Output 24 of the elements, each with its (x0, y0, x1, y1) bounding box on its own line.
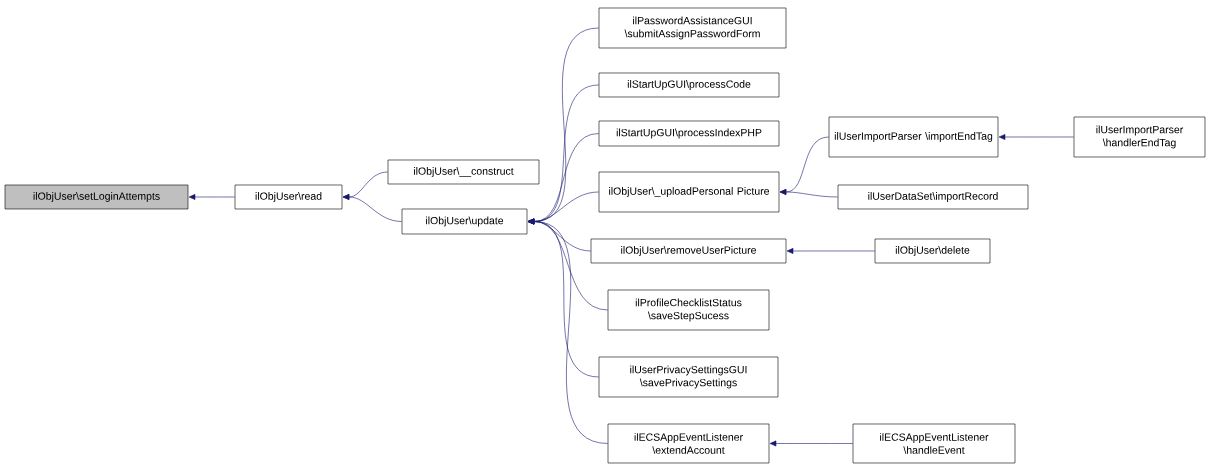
arrow (769, 440, 853, 447)
function-box: ilObjUser\_uploadPersonal Picture (598, 171, 780, 213)
arrow (527, 218, 608, 444)
function-box: ilObjUser\__construct (387, 159, 540, 185)
function-box: ilObjUser\removeUserPicture (590, 238, 787, 264)
arrow (998, 134, 1074, 140)
function-box: ilStartUpGUI\processCode (598, 72, 780, 98)
function-box: ilUserImportParser \handlerEndTag (1073, 116, 1206, 158)
function-box: ilObjUser\update (401, 208, 528, 235)
function-box: ilUserPrivacySettingsGUI \savePrivacySettings (598, 356, 779, 398)
function-box: ilUserImportParser \importEndTag (828, 116, 999, 158)
function-box: ilStartUpGUI\processIndexPHP (598, 120, 780, 147)
arrow (342, 194, 402, 222)
function-box: ilObjUser\setLoginAttempts (4, 184, 189, 210)
function-box: ilECSAppEventListener \handleEvent (852, 423, 1016, 464)
arrow (786, 248, 875, 254)
function-box: ilProfileChecklistStatus \saveStepSucess (607, 289, 770, 331)
function-box: ilObjUser\delete (874, 238, 991, 264)
function-box: ilECSAppEventListener \extendAccount (607, 423, 770, 464)
arrow (188, 194, 235, 200)
function-box: ilObjUser\read (234, 184, 343, 210)
arrow (779, 189, 838, 198)
function-box: ilUserDataSet\importRecord (837, 184, 1029, 210)
function-box: ilPasswordAssistanceGUI \submitAssignPasswordForm (598, 7, 787, 49)
